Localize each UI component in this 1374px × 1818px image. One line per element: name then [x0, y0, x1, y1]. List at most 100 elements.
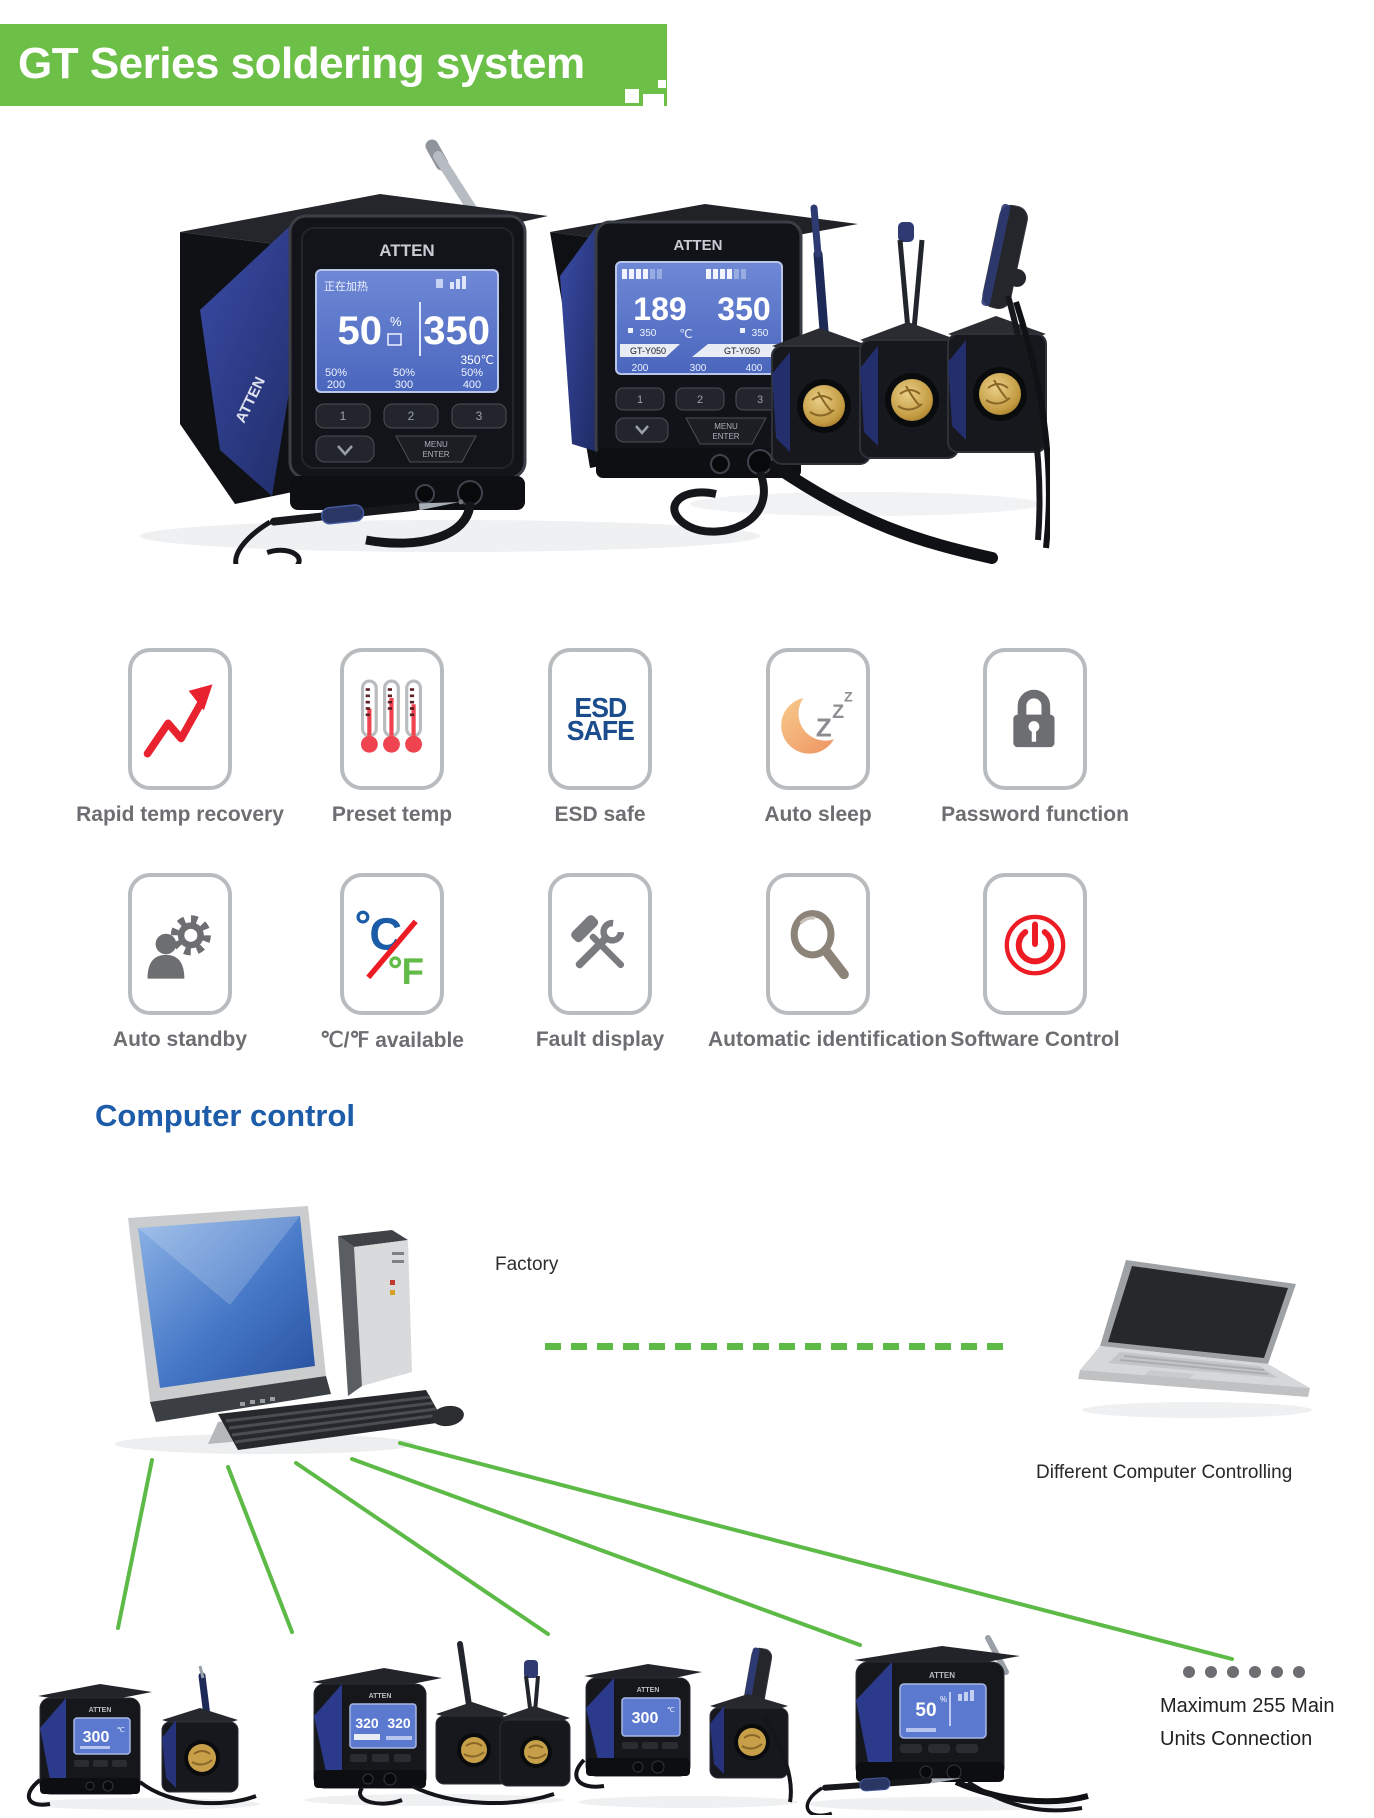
feature-label: Preset temp	[331, 803, 453, 826]
trend-up-arrow-icon	[143, 684, 213, 758]
display-unit: ℃	[117, 1727, 125, 1734]
display-value: 50	[915, 1700, 936, 1721]
key-2: 2	[697, 394, 703, 406]
svg-text:Z: Z	[832, 701, 844, 723]
blue-wedge	[40, 1698, 66, 1790]
fahrenheit-letter: F	[402, 951, 424, 986]
enter-key: ENTER	[712, 432, 739, 441]
header-banner: GT Series soldering system	[0, 24, 667, 116]
section-heading-computer-control: Computer control	[95, 1098, 356, 1133]
page-title: GT Series soldering system	[18, 39, 585, 88]
esd-safe-logo-icon: ESD SAFE	[566, 692, 634, 746]
mouse	[432, 1405, 464, 1427]
tower	[338, 1230, 412, 1396]
brass-wool	[803, 385, 845, 427]
model-right: GT-Y050	[724, 346, 760, 356]
temp-left: 189	[633, 291, 686, 327]
soldering-station-1: ATTEN ATTEN 正在加热 50 % 350 350℃ 50% 200 5…	[180, 194, 548, 548]
hero-product-photo: ATTEN 189 350 350 ℃ 350 GT-Y050 GT-Y050 …	[140, 139, 1050, 564]
svg-text:50%: 50%	[325, 367, 347, 379]
set-right: 350	[752, 328, 769, 339]
lcd-screen	[73, 1717, 131, 1755]
feature-software-control: Software Control	[925, 873, 1145, 1052]
desktop-computer-illustration	[115, 1206, 464, 1454]
connection-lines	[116, 1441, 1234, 1661]
gear	[170, 915, 211, 956]
gun-tool-in-holder	[981, 203, 1028, 310]
gun-tool-in-holder	[743, 1647, 773, 1709]
display-left: 320	[355, 1715, 379, 1731]
feature-label: Password function	[941, 803, 1129, 826]
display-unit: %	[940, 1695, 947, 1704]
brand-label: ATTEN	[637, 1687, 660, 1694]
thermometer	[405, 679, 422, 753]
gun-cable-2	[1013, 301, 1050, 549]
svg-text:50%: 50%	[461, 367, 483, 379]
cable	[574, 1758, 605, 1789]
power-percent: 50	[338, 309, 383, 353]
model-left: GT-Y050	[630, 346, 666, 356]
menu-key: MENU	[424, 440, 448, 449]
mini-station-3: ATTEN 300 ℃	[574, 1647, 798, 1808]
tweezers-in-holder	[898, 222, 914, 242]
display-value: 300	[632, 1710, 659, 1727]
brass-wool	[461, 1737, 487, 1763]
brand-label: ATTEN	[674, 237, 723, 254]
thermometer	[383, 679, 400, 753]
feature-fault-display: Fault display	[490, 873, 710, 1052]
blue-wedge	[314, 1684, 342, 1784]
cable	[670, 470, 768, 536]
feature-auto-standby: Auto standby	[70, 873, 290, 1052]
key-3: 3	[476, 409, 483, 423]
iron-holder-2	[859, 222, 959, 459]
thick-cable	[769, 460, 998, 564]
preset-row: 50% 200 50% 300 50% 400	[325, 367, 483, 391]
cable	[762, 1714, 793, 1803]
feature-label: Auto standby	[112, 1028, 248, 1051]
feature-esd-safe: ESD SAFE ESD safe	[490, 648, 710, 827]
svg-text:Z: Z	[816, 712, 832, 742]
max-units-caption: Maximum 255 Main Units Connection	[1160, 1695, 1335, 1750]
blue-wedge	[856, 1662, 892, 1776]
display-unit: ℃	[667, 1707, 675, 1714]
svg-text:400: 400	[463, 379, 481, 391]
key-1: 1	[340, 409, 347, 423]
cable	[358, 1786, 403, 1806]
svg-text:200: 200	[327, 379, 345, 391]
feature-label: Rapid temp recovery	[76, 803, 284, 826]
magnifier-icon	[790, 910, 849, 980]
key-row: 1 2 3 MENU ENTER	[615, 387, 785, 445]
celsius-letter: C	[369, 908, 402, 959]
factory-label: Factory	[495, 1254, 559, 1275]
signal-bars	[436, 276, 466, 289]
feature-label: Fault display	[535, 1028, 665, 1051]
brass-wool	[524, 1740, 548, 1764]
brass-wool	[188, 1744, 216, 1772]
dot	[1293, 1666, 1305, 1678]
svg-text:300: 300	[395, 379, 413, 391]
feature-automatic-identification: Automatic identification	[708, 873, 947, 1052]
feature-label: ℃/℉ available	[320, 1029, 464, 1052]
feature-label: Auto sleep	[764, 803, 872, 826]
display-right: 320	[387, 1715, 411, 1731]
gun-cable	[1005, 295, 1043, 541]
feature-label: Software Control	[950, 1028, 1120, 1051]
mini-station-2: ATTEN 320 320	[304, 1641, 571, 1806]
iron-holder-3	[947, 203, 1050, 549]
feature-rapid-temp-recovery: Rapid temp recovery	[70, 648, 290, 827]
dot	[1183, 1666, 1195, 1678]
hammer	[571, 915, 625, 969]
dot	[1249, 1666, 1261, 1678]
temp-right: 350	[717, 291, 770, 327]
key-1: 1	[637, 394, 643, 406]
dot	[1227, 1666, 1239, 1678]
brand-label: ATTEN	[89, 1707, 112, 1714]
soldering-pen	[805, 1777, 962, 1815]
blue-wedge	[586, 1678, 614, 1770]
thermometers-icon	[360, 679, 422, 753]
iron-holder-1	[771, 204, 871, 465]
feature-label: ESD safe	[554, 803, 646, 826]
screen-bars	[622, 269, 746, 279]
thermometer	[360, 679, 378, 753]
enter-key: ENTER	[422, 450, 449, 459]
